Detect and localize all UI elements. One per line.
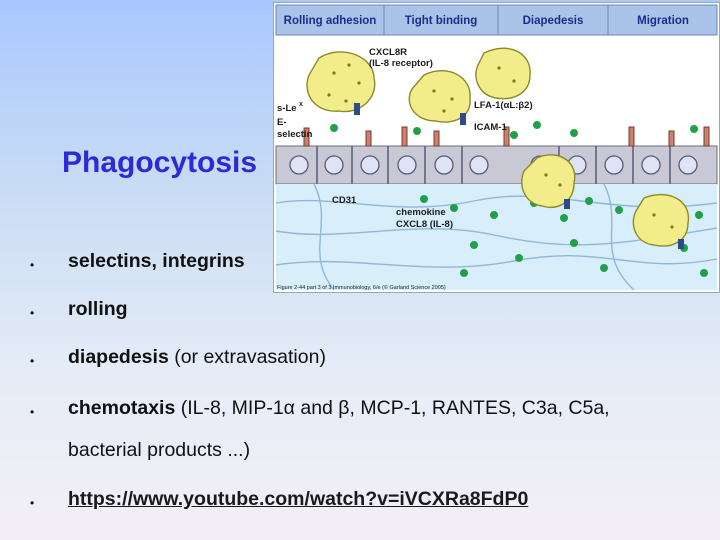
bullet-bold: rolling (68, 298, 128, 320)
surface-molecules (303, 126, 710, 147)
bullet-dot: • (30, 306, 35, 320)
bullet-dot: • (30, 258, 35, 272)
label-icam1: ICAM-1 (474, 122, 507, 133)
youtube-link[interactable]: https://www.youtube.com/watch?v=iVCXRa8F… (68, 488, 529, 510)
bullet-rest: (IL-8, MIP-1α and β, MCP-1, RANTES, C3a,… (175, 397, 610, 419)
bullet-dot: • (30, 496, 35, 510)
label-il8-receptor: (IL-8 receptor) (369, 58, 433, 69)
label-e-selectin-1: E- (277, 117, 287, 128)
bullet-bold: selectins, integrins (68, 250, 245, 272)
receptors (354, 103, 684, 249)
leukocyte-extravasation-figure: Rolling adhesion Tight binding Diapedesi… (273, 2, 720, 293)
bullet-bold: diapedesis (68, 346, 169, 368)
label-chemokine-1: chemokine (396, 207, 446, 218)
label-cd31: CD31 (332, 195, 357, 206)
label-e-selectin-2: selectin (277, 129, 313, 140)
bullet-bold: chemotaxis (68, 397, 176, 419)
label-lfa1: LFA-1(αL:β2) (474, 100, 533, 111)
header-migration: Migration (637, 15, 689, 27)
bullet-dot: • (30, 354, 35, 368)
label-chemokine-2: CXCL8 (IL-8) (396, 219, 453, 230)
label-cxcl8r: CXCL8R (369, 47, 407, 58)
bullet-dot: • (30, 405, 35, 419)
label-slex: s-Le (277, 103, 297, 114)
leukocyte-granules (327, 63, 674, 229)
label-slex-sup: x (299, 101, 303, 108)
bullet-rest: (or extravasation) (168, 346, 326, 368)
header-tight-binding: Tight binding (405, 15, 478, 27)
header-rolling-adhesion: Rolling adhesion (284, 15, 377, 27)
matrix-fibers (275, 183, 718, 291)
header-diapedesis: Diapedesis (523, 15, 584, 27)
bullet-rest: bacterial products ...) (68, 439, 251, 461)
slide-title: Phagocytosis (62, 146, 258, 179)
figure-header-bar (275, 4, 718, 36)
figure-caption: Figure 2-44 part 3 of 3 Immunobiology, 6… (277, 284, 446, 291)
